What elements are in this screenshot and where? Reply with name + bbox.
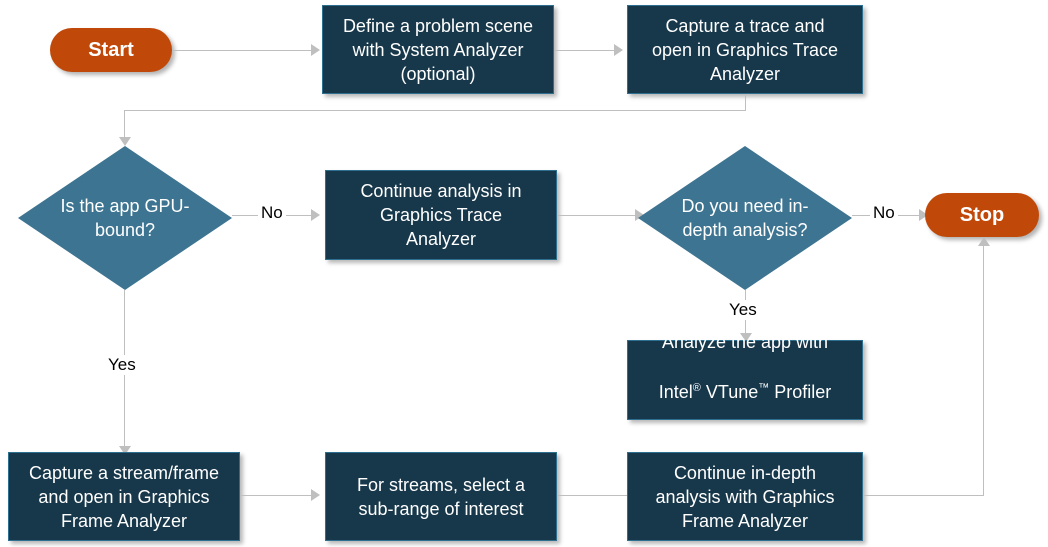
- node-continue-in-depth-label: Continue in-depth analysis with Graphics…: [655, 462, 835, 531]
- connector-define-to-capture-trace: [554, 50, 616, 51]
- edge-label-gpubound-no: No: [258, 203, 286, 223]
- connector-capture-trace-left: [124, 110, 746, 111]
- arrowhead-into-stop: [978, 237, 990, 246]
- node-continue-analysis-label: Continue analysis in Graphics Trace Anal…: [360, 181, 522, 249]
- node-start[interactable]: Start: [50, 28, 172, 72]
- node-analyze-vtune[interactable]: Analyze the app with Intel® VTune™ Profi…: [627, 332, 863, 452]
- node-analyze-vtune-label: Analyze the app with Intel® VTune™ Profi…: [659, 305, 832, 455]
- edge-label-gpubound-yes: Yes: [105, 355, 139, 375]
- connector-down-to-gpu-diamond: [124, 110, 125, 140]
- node-need-in-depth-label: Do you need in- depth analysis?: [681, 196, 809, 240]
- arrowhead-indepth-no: [919, 209, 928, 221]
- registered-icon-2: ®: [736, 432, 745, 444]
- vtune-line-2-b: VTune: [700, 382, 759, 402]
- connector-start-to-define: [172, 50, 313, 51]
- node-continue-analysis[interactable]: Continue analysis in Graphics Trace Anal…: [325, 170, 557, 260]
- arrowhead-gpubound-yes: [119, 446, 131, 455]
- node-start-label: Start: [88, 38, 134, 61]
- node-stop[interactable]: Stop: [925, 193, 1039, 237]
- registered-icon: ®: [692, 382, 701, 394]
- node-need-in-depth[interactable]: Do you need in- depth analysis?: [638, 146, 852, 290]
- node-capture-trace[interactable]: Capture a trace and open in Graphics Tra…: [627, 5, 863, 94]
- node-capture-stream[interactable]: Capture a stream/frame and open in Graph…: [8, 452, 240, 541]
- node-capture-stream-label: Capture a stream/frame and open in Graph…: [28, 462, 220, 531]
- node-stop-label: Stop: [959, 203, 1005, 226]
- arrowhead-gpubound-no: [311, 209, 320, 221]
- node-is-gpu-bound-label: Is the app GPU- bound?: [60, 196, 190, 240]
- arrowhead-define-to-capture-trace: [614, 44, 623, 56]
- vtune-line-3-a: or Intel: [681, 432, 737, 452]
- node-define-problem-label: Define a problem scene with System Analy…: [342, 15, 534, 84]
- node-select-subrange[interactable]: For streams, select a sub-range of inter…: [325, 452, 557, 541]
- node-continue-in-depth[interactable]: Continue in-depth analysis with Graphics…: [627, 452, 863, 541]
- connector-continue-indepth-right: [863, 495, 984, 496]
- arrowhead-start-to-define: [311, 44, 320, 56]
- connector-continue-to-indepth: [557, 215, 637, 216]
- vtune-line-2-c: Profiler: [769, 382, 832, 402]
- vtune-line-3-b: Advisor: [744, 432, 809, 452]
- arrowhead-into-gpu-diamond: [119, 137, 131, 146]
- arrowhead-continue-to-indepth: [635, 209, 644, 221]
- vtune-line-2-a: Intel: [658, 382, 693, 402]
- node-define-problem[interactable]: Define a problem scene with System Analy…: [322, 5, 554, 94]
- arrowhead-indepth-yes: [740, 333, 752, 342]
- edge-label-indepth-no: No: [870, 203, 898, 223]
- connector-capture-stream-to-subrange: [240, 495, 313, 496]
- edge-label-indepth-yes: Yes: [726, 300, 760, 320]
- node-select-subrange-label: For streams, select a sub-range of inter…: [356, 474, 526, 519]
- connector-subrange-to-continue-indepth: [557, 495, 637, 496]
- node-capture-trace-label: Capture a trace and open in Graphics Tra…: [651, 15, 839, 84]
- vtune-line-1: Analyze the app with: [661, 332, 829, 352]
- connector-continue-indepth-up-to-stop: [983, 245, 984, 496]
- connector-capture-trace-down: [745, 94, 746, 111]
- arrowhead-capture-stream-to-subrange: [311, 489, 320, 501]
- node-is-gpu-bound[interactable]: Is the app GPU- bound?: [18, 146, 232, 290]
- trademark-icon: ™: [758, 382, 770, 394]
